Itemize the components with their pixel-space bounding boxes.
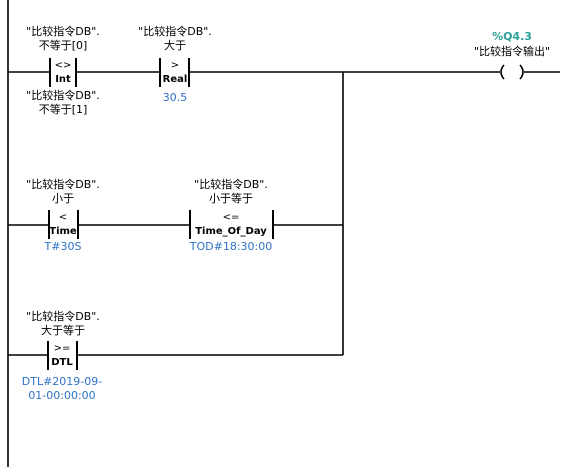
data-type: Time xyxy=(49,226,77,237)
compare-operator: > xyxy=(171,60,179,71)
operand-label: "比较指令DB". xyxy=(26,24,100,38)
operand-label: "比较指令DB". xyxy=(138,24,212,38)
compare-operand-label: "比较指令DB". xyxy=(26,88,100,102)
operand-label: 小于等于 xyxy=(209,191,253,205)
operand-label: "比较指令DB". xyxy=(26,309,100,323)
data-type: DTL xyxy=(51,357,73,368)
compare-operand-label: 不等于[1] xyxy=(39,102,88,116)
compare-value: 01-00:00:00 xyxy=(28,389,95,402)
operand-label: "比较指令DB". xyxy=(26,177,100,191)
output-coil[interactable]: %Q4.3 "比较指令输出" xyxy=(474,30,550,80)
compare-operator: <= xyxy=(223,212,240,223)
compare-operator: <> xyxy=(55,60,72,71)
operand-label: 不等于[0] xyxy=(39,38,88,52)
rung-1: "比较指令DB". 不等于[0] <> Int "比较指令DB". 不等于[1]… xyxy=(8,24,560,116)
coil-address: %Q4.3 xyxy=(492,30,532,43)
data-type: Real xyxy=(163,74,188,85)
operand-label: 小于 xyxy=(52,192,74,205)
compare-contact-less[interactable]: "比较指令DB". 小于 < Time T#30S xyxy=(26,177,100,253)
operand-label: "比较指令DB". xyxy=(194,177,268,191)
compare-value: DTL#2019-09- xyxy=(22,375,102,388)
coil-tag: "比较指令输出" xyxy=(474,44,550,58)
compare-contact-greater-equal[interactable]: "比较指令DB". 大于等于 >= DTL DTL#2019-09- 01-00… xyxy=(22,309,102,402)
compare-operator: < xyxy=(59,212,67,223)
data-type: Time_Of_Day xyxy=(195,226,267,237)
coil-right-arc xyxy=(519,64,524,80)
operand-label: 大于 xyxy=(164,38,186,52)
compare-value: 30.5 xyxy=(163,91,188,104)
compare-contact-not-equal[interactable]: "比较指令DB". 不等于[0] <> Int "比较指令DB". 不等于[1] xyxy=(26,24,100,116)
compare-value: TOD#18:30:00 xyxy=(189,240,272,253)
data-type: Int xyxy=(55,74,71,85)
compare-value: T#30S xyxy=(44,240,82,253)
rung-3: "比较指令DB". 大于等于 >= DTL DTL#2019-09- 01-00… xyxy=(8,309,343,402)
compare-contact-greater[interactable]: "比较指令DB". 大于 > Real 30.5 xyxy=(138,24,212,104)
coil-left-arc xyxy=(500,64,505,80)
operand-label: 大于等于 xyxy=(41,323,85,337)
compare-contact-less-equal[interactable]: "比较指令DB". 小于等于 <= Time_Of_Day TOD#18:30:… xyxy=(189,177,274,253)
compare-operator: >= xyxy=(54,343,71,354)
rung-2: "比较指令DB". 小于 < Time T#30S "比较指令DB". 小于等于… xyxy=(8,177,343,253)
